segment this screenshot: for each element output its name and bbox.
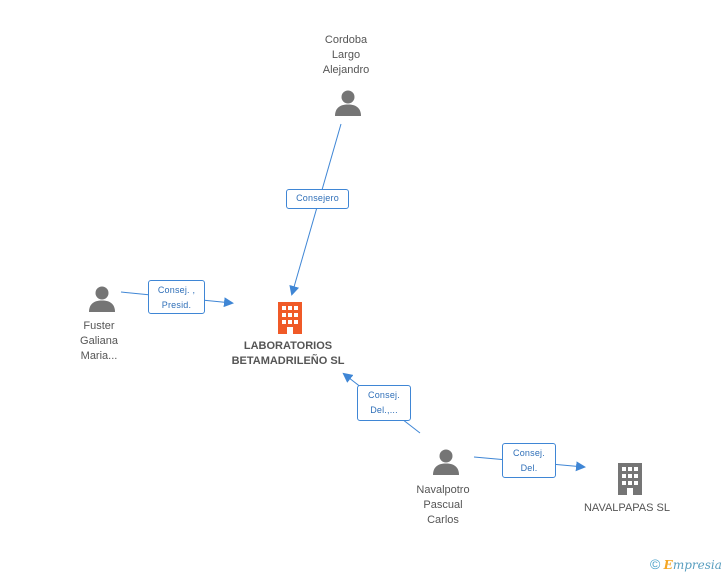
company-name-laboratorios[interactable]: LABORATORIOS BETAMADRILEÑO SL [231, 340, 345, 367]
edge-label-consejero[interactable]: Consejero [286, 189, 349, 209]
edge-cordoba-to-laboratorios [289, 123, 342, 296]
edge-label-consej-presid[interactable]: Consej. , Presid. [148, 280, 205, 314]
building-icon[interactable] [614, 462, 646, 496]
copyright-brand: © Empresia [650, 556, 726, 572]
edge-label-consej-del-navalpapas[interactable]: Consej. Del. [502, 443, 556, 478]
company-name-navalpapas[interactable]: NAVALPAPAS SL [583, 502, 670, 514]
person-icon[interactable] [431, 447, 461, 477]
brand-logo: Empresia [663, 558, 722, 572]
person-icon[interactable] [333, 88, 363, 118]
building-icon[interactable] [274, 301, 306, 335]
person-name-navalpotro[interactable]: Navalpotro Pascual Carlos [416, 484, 470, 526]
person-icon[interactable] [87, 284, 117, 314]
copyright-symbol: © [650, 556, 661, 572]
edge-label-consej-del-laboratorios[interactable]: Consej. Del.,... [357, 385, 411, 421]
person-name-cordoba[interactable]: Cordoba Largo Alejandro [322, 34, 370, 76]
person-name-fuster[interactable]: Fuster Galiana Maria... [80, 320, 118, 362]
